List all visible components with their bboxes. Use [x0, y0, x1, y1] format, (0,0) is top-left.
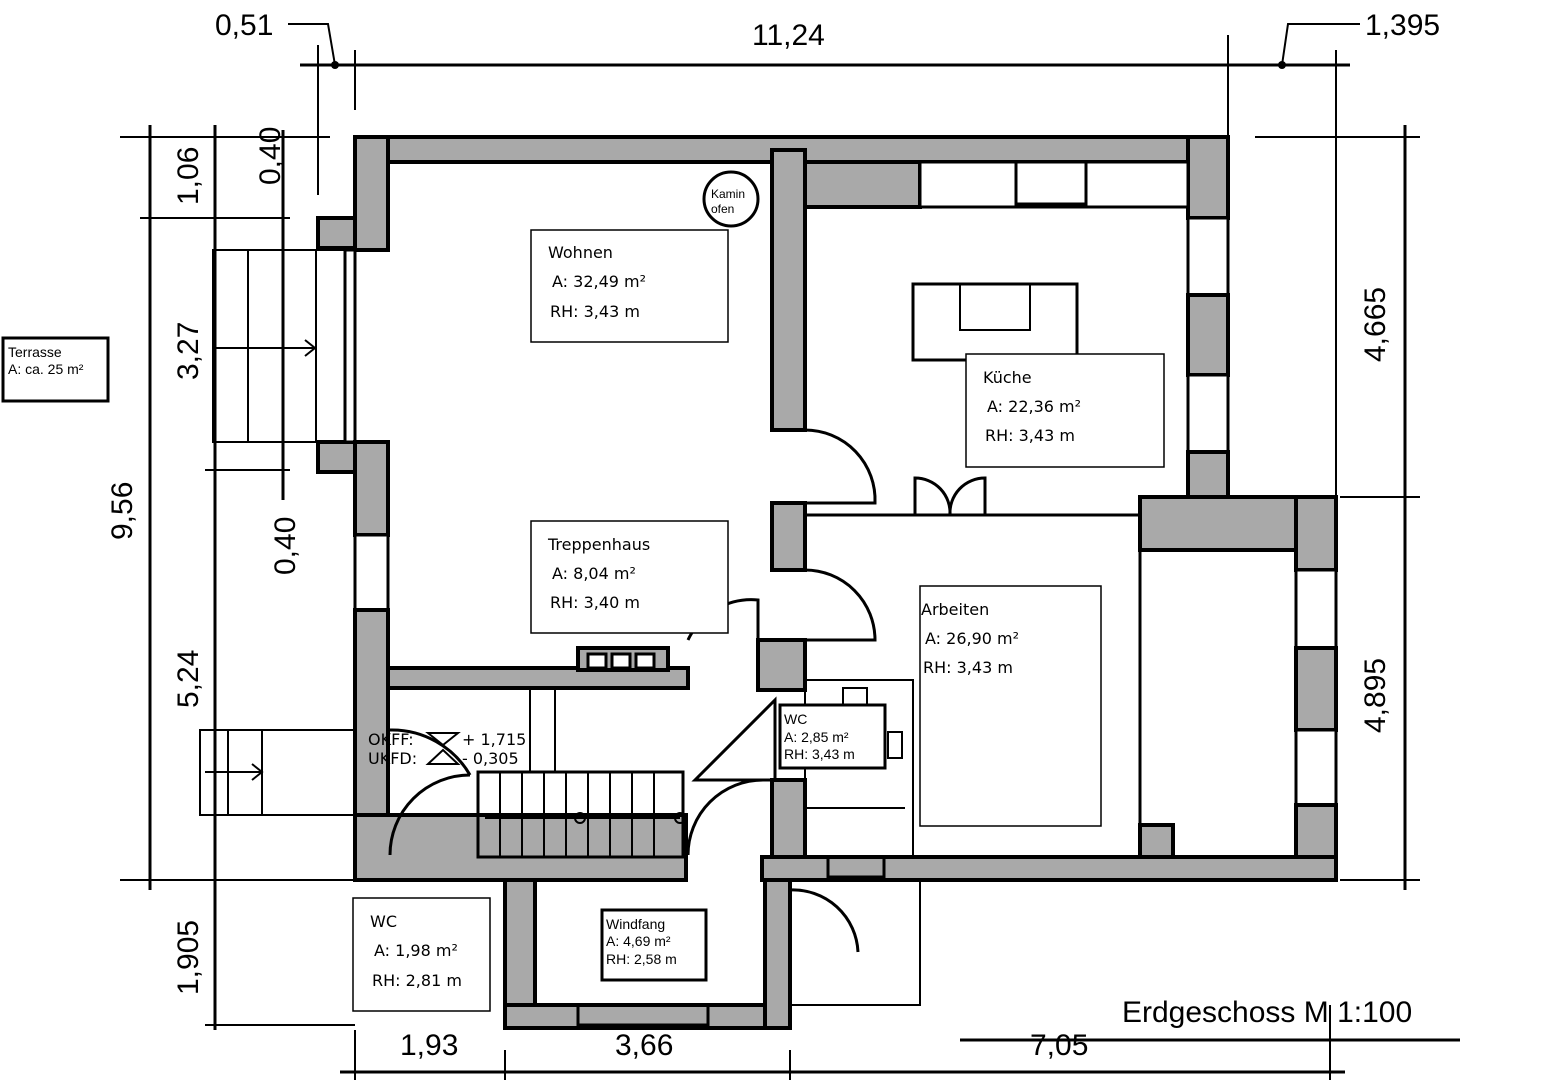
- svg-text:- 0,305: - 0,305: [462, 749, 519, 768]
- svg-text:Kamin: Kamin: [711, 187, 745, 201]
- svg-text:Arbeiten: Arbeiten: [921, 600, 989, 619]
- svg-text:RH: 3,43 m: RH: 3,43 m: [784, 746, 855, 762]
- svg-text:UKFD:: UKFD:: [368, 749, 417, 768]
- svg-text:+ 1,715: + 1,715: [462, 730, 526, 749]
- svg-text:Terrasse: Terrasse: [8, 344, 62, 360]
- svg-text:A: 22,36 m²: A: 22,36 m²: [987, 397, 1081, 416]
- dimension-lines: [120, 23, 1460, 1080]
- dim-right-1: 4,665: [1359, 287, 1392, 362]
- svg-text:WC: WC: [370, 912, 397, 931]
- kaminofen-label: Kamin ofen: [711, 187, 745, 216]
- svg-text:A: 1,98 m²: A: 1,98 m²: [374, 941, 458, 960]
- room-wc-upper: WC A: 2,85 m² RH: 3,43 m: [778, 703, 887, 770]
- dim-left-inner-1: 0,40: [254, 127, 287, 185]
- room-arbeiten: Arbeiten A: 26,90 m² RH: 3,43 m: [919, 585, 1102, 827]
- svg-text:A: 26,90 m²: A: 26,90 m²: [925, 629, 1019, 648]
- svg-text:RH: 3,43 m: RH: 3,43 m: [550, 302, 640, 321]
- svg-text:A: 4,69 m²: A: 4,69 m²: [606, 933, 671, 949]
- svg-text:WC: WC: [784, 711, 807, 727]
- fixtures: [199, 170, 1079, 1027]
- dim-top-left: 0,51: [215, 9, 273, 42]
- dim-right-2: 4,895: [1359, 658, 1392, 733]
- svg-text:RH: 2,58 m: RH: 2,58 m: [606, 951, 677, 967]
- svg-text:Windfang: Windfang: [606, 916, 665, 932]
- svg-text:Wohnen: Wohnen: [548, 243, 613, 262]
- svg-text:Küche: Küche: [983, 368, 1032, 387]
- plan-title: Erdgeschoss M 1:100: [1122, 996, 1412, 1029]
- svg-text:OKFF:: OKFF:: [368, 730, 414, 749]
- dim-top-right: 1,395: [1365, 9, 1440, 42]
- svg-text:Treppenhaus: Treppenhaus: [547, 535, 650, 554]
- svg-text:A: ca. 25 m²: A: ca. 25 m²: [8, 361, 84, 377]
- dim-bottom-1: 1,93: [400, 1029, 458, 1062]
- svg-text:A: 2,85 m²: A: 2,85 m²: [784, 729, 849, 745]
- dim-left-total: 9,56: [106, 482, 139, 540]
- dim-left-4: 1,905: [172, 920, 205, 995]
- level-markers: OKFF: + 1,715 UKFD: - 0,305: [368, 730, 526, 768]
- room-kueche: Küche A: 22,36 m² RH: 3,43 m: [965, 353, 1165, 468]
- room-wc-lower: WC A: 1,98 m² RH: 2,81 m: [352, 897, 491, 1012]
- svg-text:RH: 3,43 m: RH: 3,43 m: [985, 426, 1075, 445]
- room-windfang: Windfang A: 4,69 m² RH: 2,58 m: [600, 908, 708, 982]
- dim-top-main: 11,24: [752, 19, 825, 52]
- svg-text:RH: 2,81 m: RH: 2,81 m: [372, 971, 462, 990]
- dim-bottom-3: 7,05: [1030, 1029, 1088, 1062]
- svg-text:RH: 3,43 m: RH: 3,43 m: [923, 658, 1013, 677]
- dim-left-3: 5,24: [172, 650, 205, 708]
- svg-text:RH: 3,40 m: RH: 3,40 m: [550, 593, 640, 612]
- dim-left-2: 3,27: [172, 322, 205, 380]
- walls: [316, 135, 1338, 1030]
- room-treppenhaus: Treppenhaus A: 8,04 m² RH: 3,40 m: [530, 520, 729, 634]
- terrace-label: Terrasse A: ca. 25 m²: [1, 336, 110, 403]
- dim-left-1: 1,06: [172, 147, 205, 205]
- svg-text:A: 32,49 m²: A: 32,49 m²: [552, 272, 646, 291]
- svg-text:ofen: ofen: [711, 202, 734, 216]
- dimension-labels: 0,51 11,24 1,395 9,56 1,06 3,27 5,24 1,9…: [106, 9, 1440, 1062]
- svg-text:A: 8,04 m²: A: 8,04 m²: [552, 564, 636, 583]
- dim-left-inner-2: 0,40: [269, 517, 302, 575]
- dim-bottom-2: 3,66: [615, 1029, 673, 1062]
- room-wohnen: Wohnen A: 32,49 m² RH: 3,43 m: [530, 229, 729, 343]
